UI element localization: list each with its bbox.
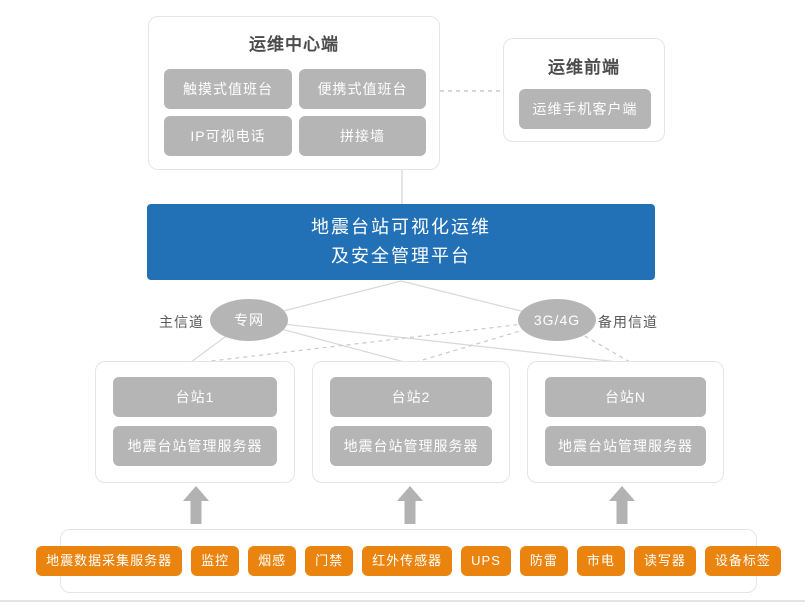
device-mains-power: 市电 [576,546,625,576]
cellular-3g4g-node: 3G/4G [518,299,596,341]
stationN-server: 地震台站管理服务器 [545,426,706,466]
station1-panel: 台站1 地震台站管理服务器 [95,361,295,483]
private-network-node: 专网 [210,299,288,341]
stationN-panel: 台站N 地震台站管理服务器 [527,361,724,483]
node-portable-duty-desk: 便携式值班台 [299,69,426,109]
device-asset-tag: 设备标签 [704,546,781,576]
ops-front-title: 运维前端 [548,58,620,77]
platform-title-line1: 地震台站可视化运维 [311,217,491,237]
station1-server: 地震台站管理服务器 [113,426,277,466]
devices-panel: 地震数据采集服务器 监控 烟感 门禁 红外传感器 UPS 防雷 市电 读写器 设… [36,529,781,593]
device-rfid-reader: 读写器 [633,546,696,576]
link-3g4g-station1 [202,319,558,363]
bottom-divider [0,600,805,602]
ops-center-panel: 运维中心端 触摸式值班台 便携式值班台 IP可视电话 拼接墙 [148,16,440,170]
backup-channel-label: 备用信道 [598,314,658,330]
node-mobile-client: 运维手机客户端 [519,89,651,129]
device-infrared-sensor: 红外传感器 [362,546,453,576]
station2-name: 台站2 [330,377,492,417]
device-seismic-data-server: 地震数据采集服务器 [36,546,183,576]
node-video-wall: 拼接墙 [299,116,426,156]
ops-center-title: 运维中心端 [249,35,339,54]
node-touch-duty-desk: 触摸式值班台 [164,69,292,109]
primary-channel-label: 主信道 [159,314,204,330]
device-access-control: 门禁 [305,546,354,576]
stationN-name: 台站N [545,377,706,417]
device-smoke-sensor: 烟感 [248,546,297,576]
link-privatenet-stationN [247,319,619,363]
station2-panel: 台站2 地震台站管理服务器 [312,361,510,483]
ops-front-panel: 运维前端 运维手机客户端 [503,38,665,142]
up-arrow-stationN [609,486,635,524]
platform-node: 地震台站可视化运维 及安全管理平台 [147,204,655,280]
node-ip-video-phone: IP可视电话 [164,116,292,156]
link-3g4g-stationN [556,319,631,363]
station1-name: 台站1 [113,377,277,417]
up-arrow-station2 [397,486,423,524]
up-arrow-station1 [183,486,209,524]
station2-server: 地震台站管理服务器 [330,426,492,466]
device-surveillance: 监控 [191,546,240,576]
platform-title-line2: 及安全管理平台 [331,246,471,266]
device-ups: UPS [461,546,511,576]
device-lightning-protection: 防雷 [519,546,568,576]
